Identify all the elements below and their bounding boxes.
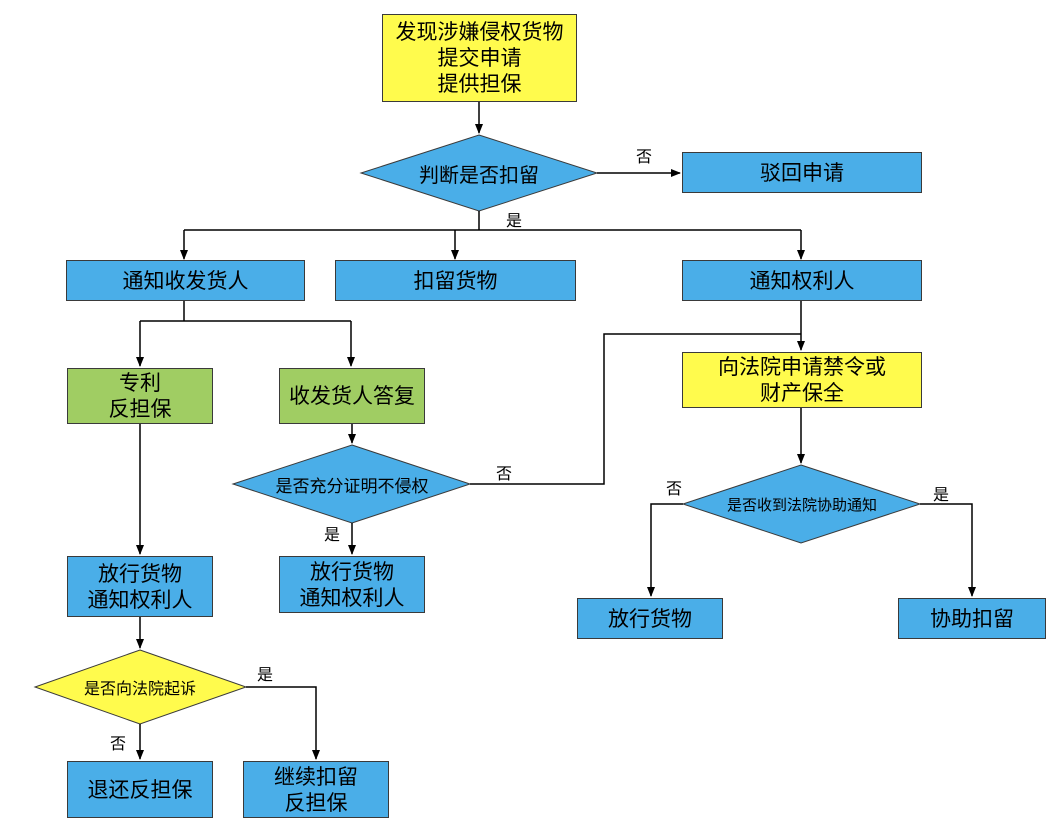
continue-detain-box: 继续扣留 反担保	[243, 761, 389, 818]
notify-owner-box: 通知权利人	[682, 260, 922, 301]
connector-proof-court	[470, 333, 801, 485]
decision-court-notice-diamond	[681, 464, 922, 544]
assist-detain-box: 协助扣留	[898, 598, 1046, 639]
label-no-court-notice: 否	[666, 479, 683, 498]
label-yes-court-notice: 是	[933, 485, 950, 504]
court-apply-box: 向法院申请禁令或 财产保全	[682, 352, 922, 408]
continue-detain-line-2: 反担保	[284, 790, 348, 815]
label-no-proof: 否	[496, 464, 513, 483]
connector-notice-release	[647, 503, 683, 597]
reject-box: 驳回申请	[682, 152, 922, 193]
return-counter-label: 退还反担保	[87, 777, 193, 802]
start-line-3: 提供担保	[437, 72, 522, 96]
court-apply-line-2: 财产保全	[760, 381, 844, 405]
reject-label: 驳回申请	[760, 160, 844, 185]
label-yes-proof: 是	[324, 525, 341, 544]
connector-sue-continue	[246, 686, 320, 760]
release-a-line-1: 放行货物	[98, 561, 182, 586]
release-goods-label: 放行货物	[608, 606, 692, 631]
release-b-line-2: 通知权利人	[299, 585, 405, 610]
notify-consignee-label: 通知收发货人	[122, 268, 249, 293]
assist-detain-label: 协助扣留	[930, 606, 1014, 631]
start-line-2: 提交申请	[437, 46, 522, 70]
decision-proof-label: 是否充分证明不侵权	[275, 476, 429, 497]
patent-counter-line-1: 专利	[119, 371, 161, 395]
consignee-reply-box: 收发货人答复	[279, 368, 425, 424]
detain-goods-box: 扣留货物	[335, 260, 576, 301]
release-b-line-1: 放行货物	[310, 559, 394, 584]
label-no-sue: 否	[110, 734, 127, 753]
detain-goods-label: 扣留货物	[413, 268, 498, 293]
release-a-line-2: 通知权利人	[87, 587, 193, 612]
start-line-1: 发现涉嫌侵权货物	[395, 20, 564, 44]
patent-counter-line-2: 反担保	[108, 397, 172, 421]
connector-consignee-split	[140, 301, 351, 322]
label-yes-detain: 是	[506, 211, 523, 230]
consignee-reply-label: 收发货人答复	[289, 384, 415, 408]
connector-notice-assist	[920, 503, 976, 597]
label-no-detain: 否	[636, 147, 653, 166]
court-apply-line-1: 向法院申请禁令或	[718, 355, 886, 379]
notify-owner-label: 通知权利人	[749, 268, 855, 293]
return-counter-box: 退还反担保	[67, 761, 213, 818]
release-goods-box: 放行货物	[577, 598, 723, 639]
release-b-box: 放行货物 通知权利人	[279, 556, 425, 613]
label-yes-sue: 是	[257, 665, 274, 684]
decision-court-notice-label: 是否收到法院协助通知	[726, 495, 877, 514]
start-box: 发现涉嫌侵权货物 提交申请 提供担保	[382, 14, 577, 102]
release-a-box: 放行货物 通知权利人	[67, 556, 213, 617]
continue-detain-line-1: 继续扣留	[274, 764, 358, 789]
decision-sue-label: 是否向法院起诉	[83, 679, 196, 698]
notify-consignee-box: 通知收发货人	[66, 260, 305, 301]
patent-counter-box: 专利 反担保	[67, 368, 213, 424]
decision-detain-label: 判断是否扣留	[419, 162, 539, 187]
